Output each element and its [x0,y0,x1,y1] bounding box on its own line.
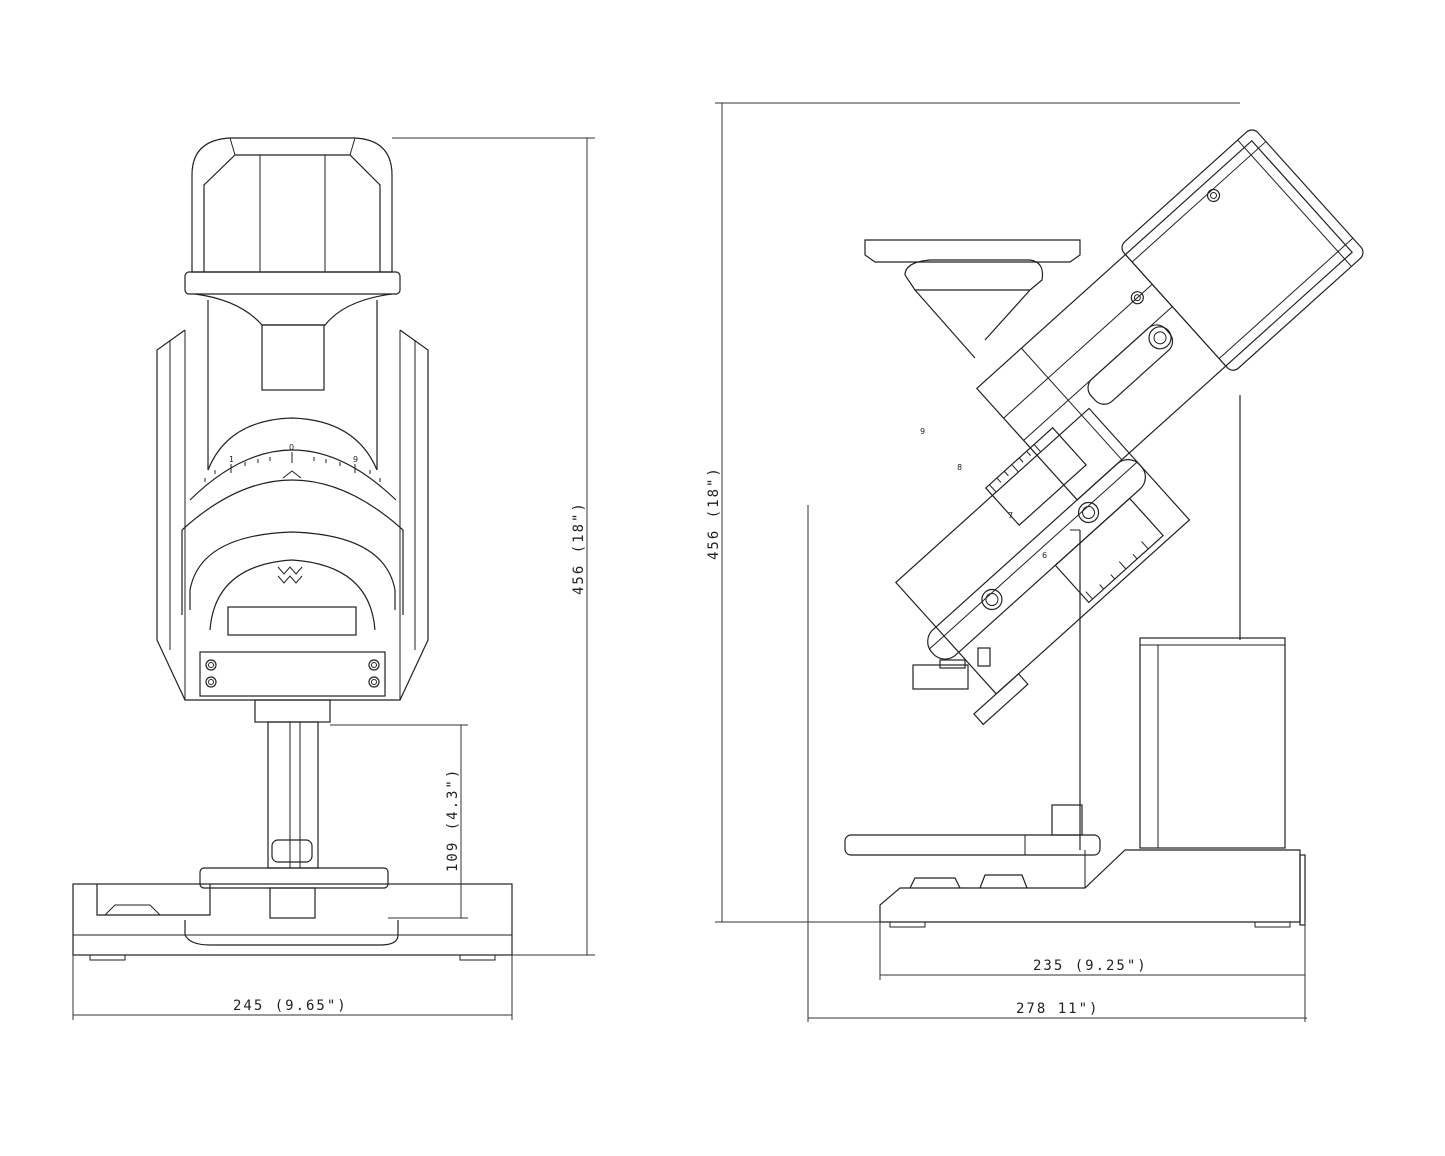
logo-icon [277,566,303,584]
hopper [864,239,1081,359]
base [72,867,513,961]
motor-assembly [894,129,1364,726]
dimension-label: 245 (9.65") [233,998,348,1014]
screw-icon [368,676,380,688]
dimension-base-depth: 235 (9.25") [879,922,1306,1022]
screw-icon [1206,188,1221,203]
cup [1139,637,1286,849]
front-cover [189,531,396,636]
dimension-label: 235 (9.25") [1033,958,1148,974]
burr-plate [199,651,386,697]
grind-scale-lower[interactable] [1054,497,1164,604]
screw-icon [1148,326,1172,350]
screw-icon [368,659,380,671]
dimension-label: 456 (18") [706,466,722,560]
dial-label-1: 1 [229,455,234,464]
button [271,839,313,863]
side-view: 9 8 7 6 456 (18") [706,102,1364,1022]
dimension-width-front: 245 (9.65") [72,955,513,1020]
dimension-overall-depth: 278 11") [807,505,1307,1022]
dimension-label: 278 11") [1016,1001,1099,1017]
column [254,699,331,869]
motor-housing [184,137,401,295]
dimension-clearance: 109 (4.3") [330,724,468,919]
screw-icon [981,588,1003,611]
screw-icon [205,659,217,671]
spout [973,672,1029,726]
scale-label-8: 8 [957,463,962,472]
screw-icon [205,676,217,688]
scale-label-7: 7 [1008,511,1013,520]
spout-outlet [912,647,991,690]
grind-dial[interactable]: 1 0 9 [181,443,404,615]
side-base [879,849,1306,928]
dimension-height-front: 456 (18") [392,137,595,956]
dial-label-0: 0 [289,443,294,452]
front-view: 1 0 9 [72,137,595,1020]
stand-body [1070,395,1241,850]
dimension-label: 456 (18") [571,501,587,595]
dimension-height-side: 456 (18") [706,102,1240,923]
grind-scale-upper[interactable] [984,426,1087,527]
dimension-label: 109 (4.3") [445,768,461,872]
dosing-tray [844,804,1101,856]
grinder-body [156,293,429,701]
screw-icon [1077,501,1100,524]
scale-label-6: 6 [1042,551,1047,560]
dial-label-9: 9 [353,455,358,464]
scale-label-9: 9 [920,427,925,436]
